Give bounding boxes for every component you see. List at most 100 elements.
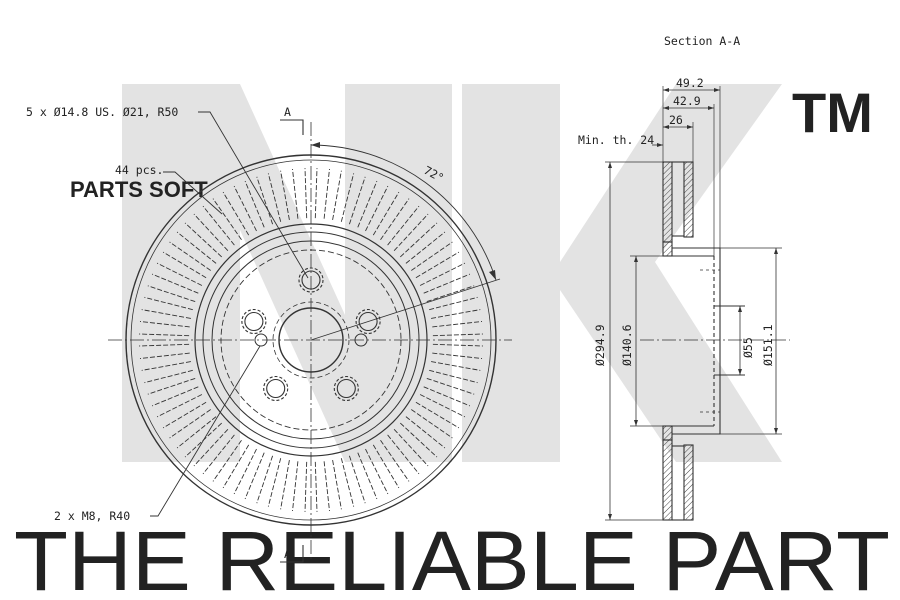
dia-hat: Ø140.6 <box>620 324 634 366</box>
threaded-hole-right <box>354 333 368 347</box>
dia-outer: Ø294.9 <box>593 324 607 366</box>
inner-friction-plate-top <box>683 161 694 238</box>
vane-line <box>244 180 265 228</box>
vane-inner-ring <box>194 223 428 457</box>
vanes-label: 44 pcs. <box>115 163 163 177</box>
vane-line <box>304 461 308 512</box>
section-marker-top-label: A <box>284 105 291 119</box>
vane-line <box>292 168 299 219</box>
vane-line <box>169 241 211 271</box>
vane-line <box>432 352 483 359</box>
trademark-mark: TM <box>792 81 873 144</box>
vane-line <box>151 386 199 407</box>
vane-line <box>393 428 429 467</box>
vane-line <box>426 285 475 303</box>
vane-line <box>429 296 478 311</box>
parts-soft-text: PARTS SOFT <box>70 177 208 202</box>
vane-line <box>323 168 330 219</box>
vane-line <box>144 296 193 311</box>
vane-line <box>169 409 211 439</box>
bolt-hole-counterbore <box>241 308 267 335</box>
hat-ring-3-dashed <box>220 249 402 431</box>
vane-line <box>202 434 235 475</box>
vane-line <box>314 461 318 512</box>
vane-line <box>372 444 400 489</box>
vane-line <box>380 440 410 482</box>
vane-line <box>393 213 429 252</box>
section-view-labels: Section A-A 49.2 42.9 26 Min. th. 24 Ø29… <box>578 34 775 366</box>
vane-line <box>156 262 203 286</box>
disc-outer-edge-inner <box>130 159 492 521</box>
vane-line <box>156 394 203 418</box>
nk-logo-n <box>122 84 452 462</box>
dim-hat-depth: 42.9 <box>673 94 701 108</box>
hat-ring-2 <box>211 240 411 440</box>
disc-outer-edge <box>125 154 497 526</box>
vane-line <box>280 460 290 510</box>
vane-line <box>357 452 378 500</box>
front-view-labels: 5 x Ø14.8 US. Ø21, R50 44 pcs. 72° A A 2… <box>26 105 446 561</box>
vane-line <box>304 168 308 219</box>
vane-line <box>405 231 446 264</box>
bolt-hole-leader <box>198 111 309 279</box>
vane-line <box>340 458 355 507</box>
vane-line <box>193 213 229 252</box>
dim-total-width: 49.2 <box>676 76 704 90</box>
bolt-holes-label: 5 x Ø14.8 US. Ø21, R50 <box>26 105 178 119</box>
front-view <box>108 111 512 563</box>
vane-line <box>184 222 223 258</box>
vane-line <box>387 205 420 246</box>
bolt-hole-counterbore <box>333 375 359 402</box>
vane-line <box>212 440 242 482</box>
section-marker-top <box>280 119 304 135</box>
vane-line <box>139 321 190 328</box>
tagline-text: THE RELIABLE PART <box>14 514 890 600</box>
vane-line <box>141 309 191 319</box>
hat-wall-bottom <box>662 425 673 441</box>
bolt-hole-counterbore <box>355 308 381 335</box>
vane-line <box>432 333 483 337</box>
outer-friction-plate-bottom <box>662 439 673 521</box>
vane-line <box>399 222 438 258</box>
vane-line <box>292 461 299 512</box>
vane-line <box>432 321 483 328</box>
threaded-holes-label: 2 x M8, R40 <box>54 509 130 523</box>
vane-line <box>267 173 282 222</box>
angle-arrow-end <box>489 270 496 280</box>
vane-line <box>222 191 250 236</box>
vane-line <box>426 377 475 395</box>
hat-wall-top <box>662 241 673 257</box>
hat-ring-1 <box>202 231 420 449</box>
dia-hat-outer: Ø151.1 <box>761 324 775 366</box>
vanes-leader <box>163 171 223 215</box>
vane-line <box>332 170 342 220</box>
section-marker-bottom-label: A <box>284 547 291 561</box>
threaded-hole-left <box>254 333 268 347</box>
vane-line <box>387 434 420 475</box>
vane-line <box>365 185 389 232</box>
vane-line <box>372 191 400 236</box>
vane-line <box>348 455 366 504</box>
nk-watermark: TM PARTS SOFT THE RELIABLE PART <box>14 81 890 600</box>
nk-logo-k <box>462 84 782 462</box>
vane-line <box>431 309 481 319</box>
vane-line <box>419 262 466 286</box>
center-bore <box>278 307 344 373</box>
vane-line <box>432 343 483 347</box>
dia-bore: Ø55 <box>741 337 755 358</box>
vane-line <box>419 394 466 418</box>
vane-line <box>267 458 282 507</box>
angle-ray <box>310 278 501 341</box>
vane-line <box>144 369 193 384</box>
vane-line <box>212 198 242 240</box>
vane-line <box>176 231 217 264</box>
bolt-hole <box>244 311 264 332</box>
center-bore-dashed <box>272 301 350 379</box>
bolt-hole-counterbore <box>298 267 324 293</box>
vane-line <box>399 422 438 458</box>
angle-arrow-start <box>311 142 320 148</box>
vane-line <box>415 251 460 279</box>
vane-line <box>162 401 207 429</box>
section-marker-bottom <box>280 545 304 563</box>
vane-line <box>139 333 190 337</box>
